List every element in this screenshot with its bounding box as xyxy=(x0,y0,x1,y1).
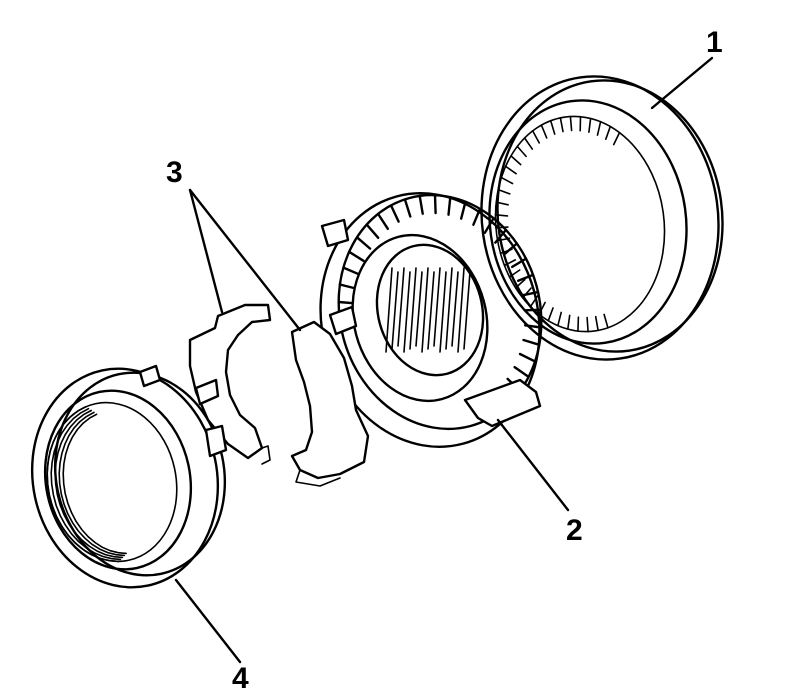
part-4-blocker-ring xyxy=(30,364,228,589)
callout-2: 2 xyxy=(566,514,583,547)
callout-1: 1 xyxy=(706,26,723,59)
callout-4: 4 xyxy=(232,662,249,692)
blocker-ring-grooves xyxy=(46,406,127,563)
callout-3: 3 xyxy=(166,156,183,189)
leader-line-2 xyxy=(496,418,570,512)
hub-inner-splines xyxy=(385,267,471,353)
sleeve-inner-splines xyxy=(494,115,621,333)
leader-line-3a xyxy=(188,188,224,314)
leader-line-4 xyxy=(174,578,242,664)
part-2-hub xyxy=(319,192,543,448)
leader-line-1 xyxy=(650,56,714,110)
part-1-sleeve xyxy=(480,75,724,361)
leader-line-3b xyxy=(188,188,302,332)
